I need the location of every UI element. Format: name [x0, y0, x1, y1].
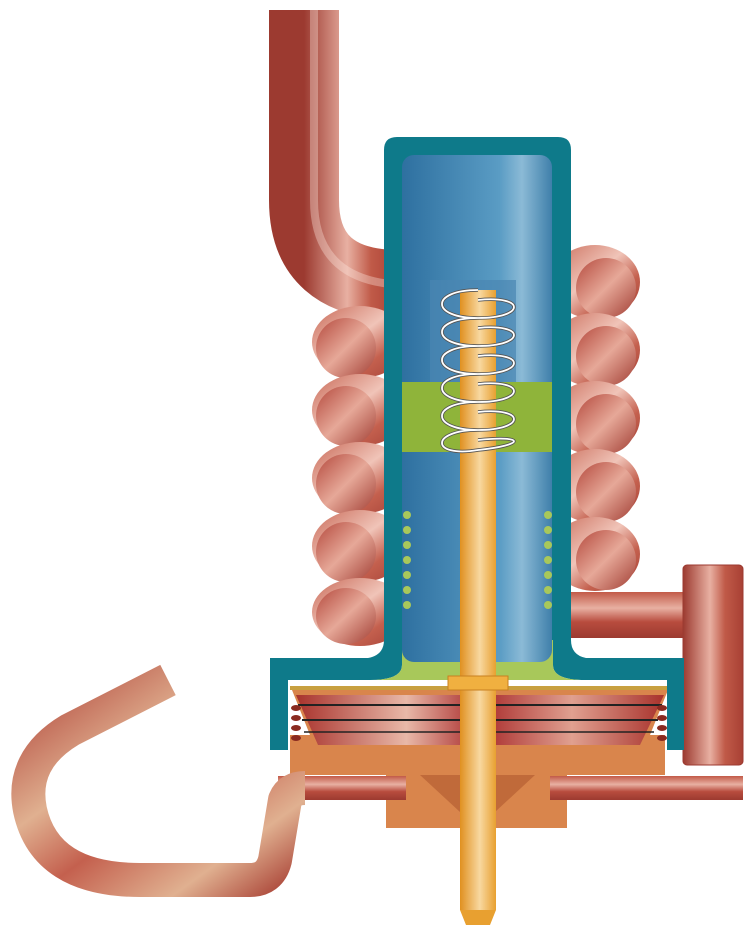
- port-right: [550, 776, 743, 800]
- capillary-tube: [28, 680, 305, 880]
